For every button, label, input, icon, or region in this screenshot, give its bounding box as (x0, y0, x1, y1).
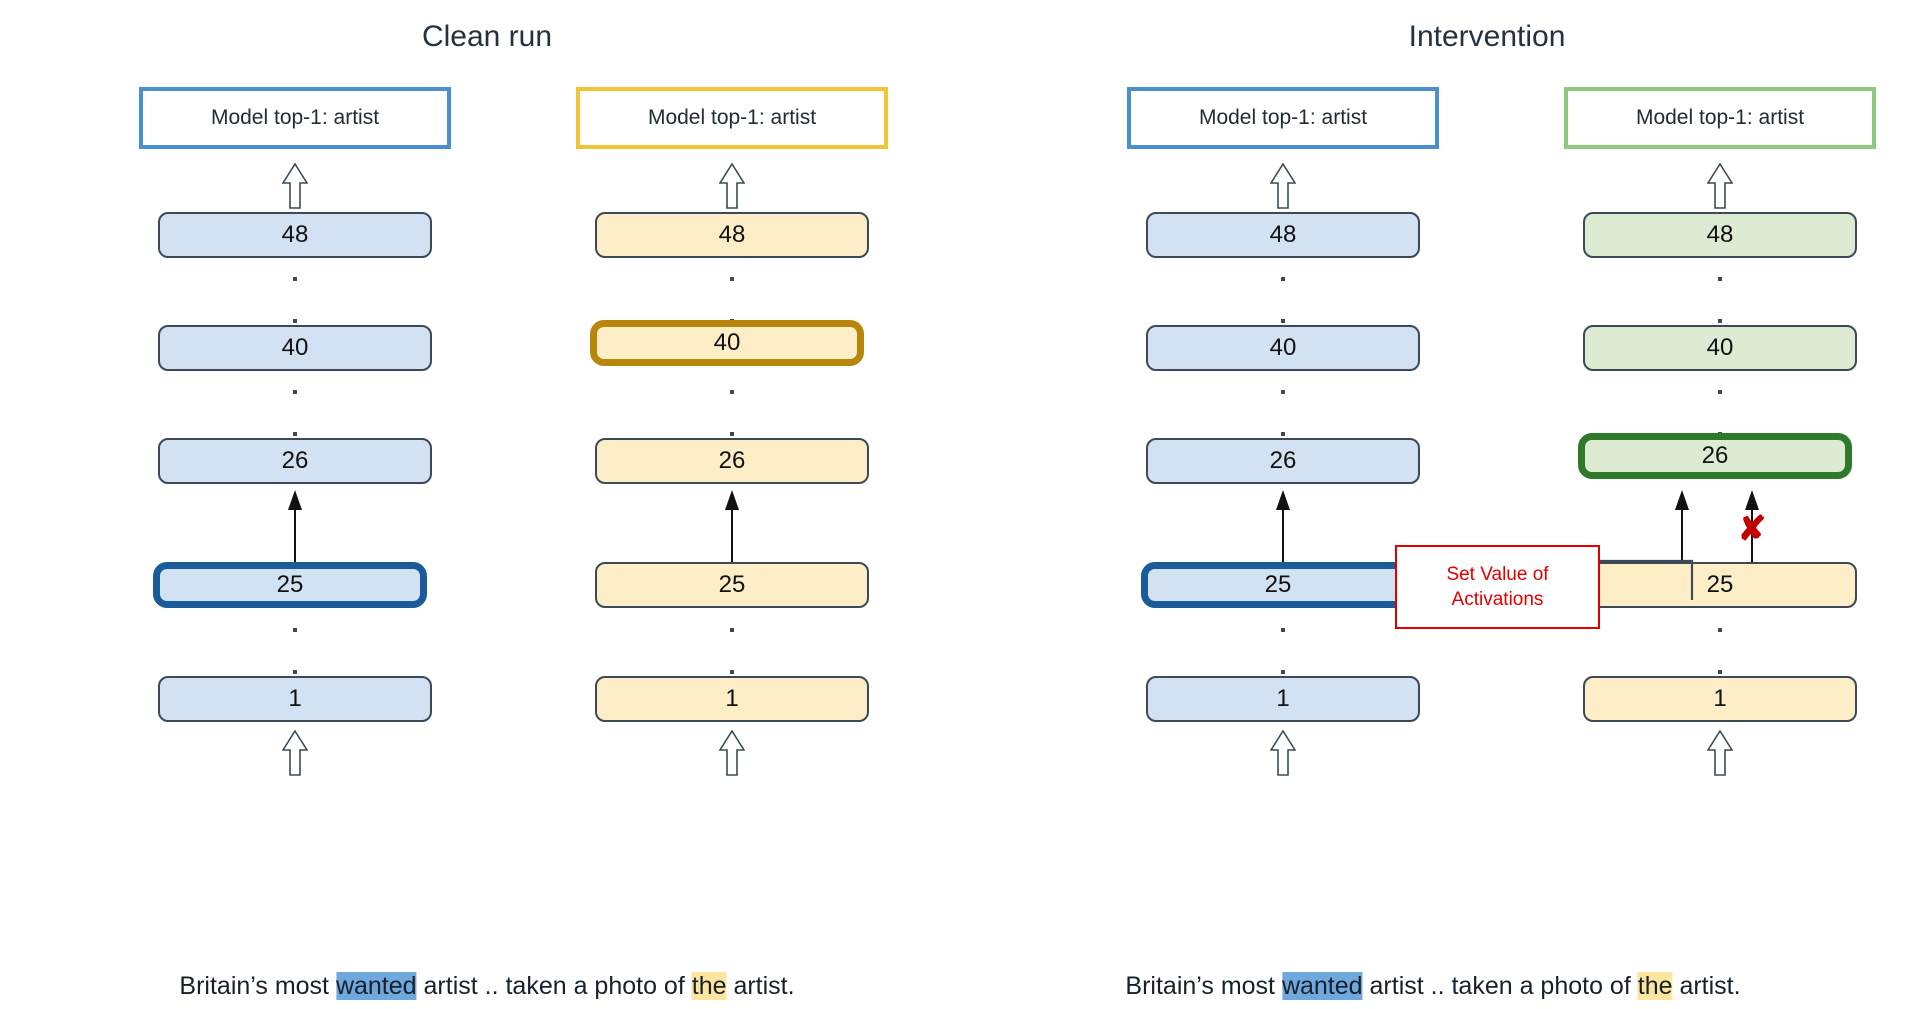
hollow-arrow-up-icon (1706, 729, 1734, 781)
layer-box-1: 1 (1583, 676, 1857, 722)
callout-line-1: Set Value of (1446, 563, 1549, 585)
solid-arrow-up-icon (285, 490, 305, 567)
layer-ellipsis (1718, 390, 1722, 436)
layer-number: 25 (718, 571, 746, 598)
layer-box-40: 40 (1583, 325, 1857, 371)
layer-ellipsis (730, 390, 734, 436)
input-sentence-intervention: Britain’s most wanted artist .. taken a … (1125, 972, 1741, 1001)
prediction-label: Model top-1: artist (647, 106, 817, 129)
solid-arrow-up-patched-icon (1672, 490, 1692, 567)
token-highlight-the: the (691, 972, 727, 1000)
layer-box-26-highlighted: 26 (1578, 433, 1852, 479)
sentence-middle: artist .. taken a photo of (416, 972, 692, 1000)
layer-box-26: 26 (595, 438, 869, 484)
layer-number: 26 (1701, 442, 1729, 469)
layer-number: 1 (725, 685, 739, 712)
layer-number: 40 (713, 329, 741, 356)
solid-arrow-up-blocked-icon (1742, 490, 1762, 567)
token-highlight-wanted: wanted (1281, 972, 1363, 1000)
layer-ellipsis (1281, 628, 1285, 674)
hollow-arrow-up-icon (1706, 162, 1734, 214)
sentence-prefix: Britain’s most (179, 972, 336, 1000)
layer-ellipsis (1281, 277, 1285, 323)
hollow-arrow-up-icon (281, 162, 309, 214)
sentence-suffix: artist. (726, 972, 795, 1000)
layer-number: 1 (1276, 685, 1290, 712)
prediction-label: Model top-1: artist (1198, 106, 1368, 129)
layer-box-25: 25 (595, 562, 869, 608)
hollow-arrow-up-icon (718, 162, 746, 214)
layer-number: 1 (1713, 685, 1727, 712)
token-highlight-the: the (1637, 972, 1673, 1000)
layer-box-40: 40 (1146, 325, 1420, 371)
prediction-box-clean-final: Model top-1: artist (576, 87, 888, 149)
prediction-label: Model top-1: artist (1635, 106, 1805, 129)
layer-number: 26 (281, 447, 309, 474)
layer-ellipsis (730, 628, 734, 674)
panel-title-clean-run: Clean run (421, 20, 553, 53)
layer-number: 25 (1264, 571, 1292, 598)
layer-ellipsis (730, 277, 734, 323)
layer-number: 40 (1706, 334, 1734, 361)
prediction-box-intervention-subject: Model top-1: artist (1127, 87, 1439, 149)
prediction-box-clean-subject: Model top-1: artist (139, 87, 451, 149)
panel-title-intervention: Intervention (1408, 20, 1566, 53)
layer-number: 1 (288, 685, 302, 712)
layer-ellipsis (293, 628, 297, 674)
layer-ellipsis (293, 390, 297, 436)
layer-number: 40 (281, 334, 309, 361)
layer-box-40-highlighted: 40 (590, 320, 864, 366)
layer-box-25-highlighted: 25 (1141, 562, 1415, 608)
hollow-arrow-up-icon (1269, 162, 1297, 214)
input-sentence-clean: Britain’s most wanted artist .. taken a … (179, 972, 795, 1001)
layer-box-48: 48 (1583, 212, 1857, 258)
hollow-arrow-up-icon (1269, 729, 1297, 781)
prediction-box-intervention-final: Model top-1: artist (1564, 87, 1876, 149)
layer-number: 26 (1269, 447, 1297, 474)
set-value-of-activations-callout: Set Value of Activations (1395, 545, 1600, 629)
layer-box-48: 48 (595, 212, 869, 258)
layer-box-48: 48 (1146, 212, 1420, 258)
layer-box-26: 26 (1146, 438, 1420, 484)
layer-number: 25 (276, 571, 304, 598)
layer-box-25-highlighted: 25 (153, 562, 427, 608)
sentence-middle: artist .. taken a photo of (1362, 972, 1638, 1000)
layer-box-1: 1 (158, 676, 432, 722)
callout-line-2: Activations (1451, 589, 1544, 610)
layer-number: 26 (718, 447, 746, 474)
layer-box-26: 26 (158, 438, 432, 484)
layer-number: 48 (718, 221, 746, 248)
layer-ellipsis (1718, 277, 1722, 323)
layer-number: 40 (1269, 334, 1297, 361)
solid-arrow-up-icon (1273, 490, 1293, 567)
hollow-arrow-up-icon (718, 729, 746, 781)
layer-ellipsis (293, 277, 297, 323)
layer-number: 48 (281, 221, 309, 248)
layer-number: 25 (1706, 571, 1734, 598)
layer-number: 48 (1706, 221, 1734, 248)
token-highlight-wanted: wanted (335, 972, 417, 1000)
sentence-suffix: artist. (1672, 972, 1741, 1000)
prediction-label: Model top-1: artist (210, 106, 380, 129)
solid-arrow-up-icon (722, 490, 742, 567)
layer-box-40: 40 (158, 325, 432, 371)
sentence-prefix: Britain’s most (1125, 972, 1282, 1000)
layer-box-1: 1 (1146, 676, 1420, 722)
x-blocked-edge-icon: ✘ (1737, 510, 1767, 548)
layer-box-1: 1 (595, 676, 869, 722)
layer-ellipsis (1718, 628, 1722, 674)
layer-box-48: 48 (158, 212, 432, 258)
layer-number: 48 (1269, 221, 1297, 248)
layer-ellipsis (1281, 390, 1285, 436)
hollow-arrow-up-icon (281, 729, 309, 781)
